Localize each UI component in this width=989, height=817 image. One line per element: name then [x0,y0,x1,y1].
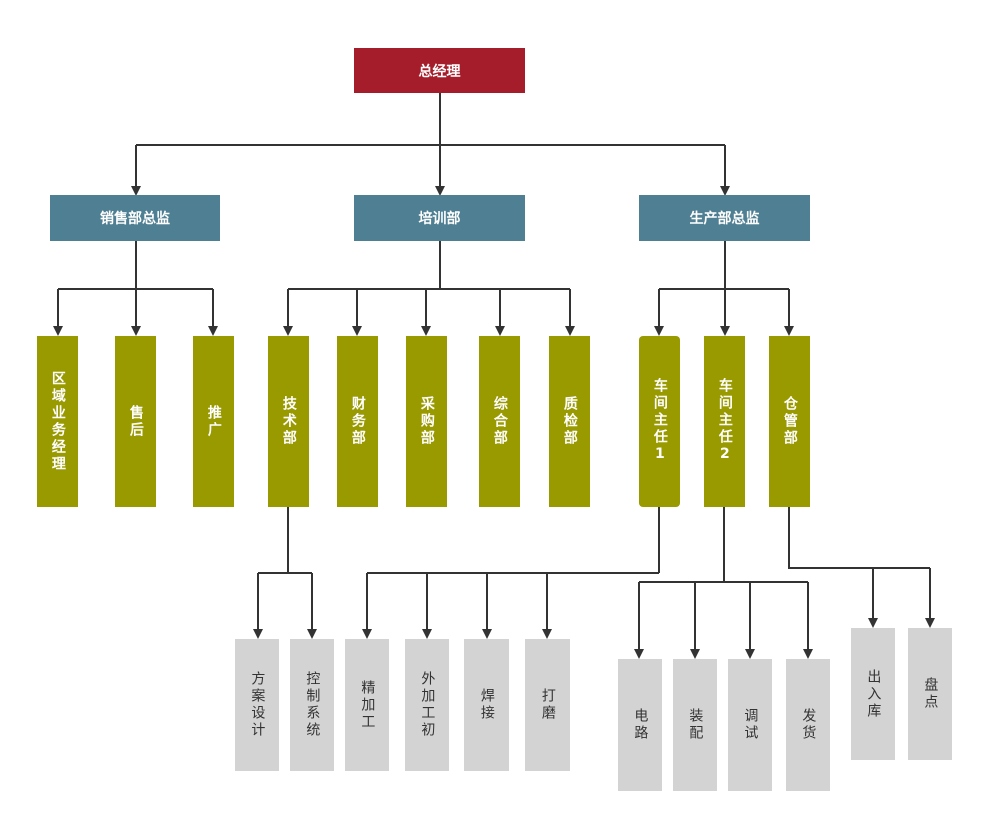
finishing-node[interactable]: 精加工 [345,639,389,771]
debugging-node[interactable]: 调试 [728,659,772,791]
quality-dept-label: 质检部 [561,396,578,447]
in-out-stock-label: 出入库 [865,668,882,720]
shipping-label: 发货 [800,708,817,742]
control-system-node[interactable]: 控制系统 [290,639,334,771]
general-dept-node[interactable]: 综合部 [479,336,520,507]
in-out-stock-node[interactable]: 出入库 [851,628,895,760]
workshop-director-2-node[interactable]: 车间主任2 [704,336,745,507]
inventory-label: 盘点 [922,677,939,711]
regional-manager-label: 区域业务经理 [49,370,66,473]
after-sales-node[interactable]: 售后 [115,336,156,507]
grinding-label: 打磨 [539,688,556,722]
after-sales-label: 售后 [127,404,144,439]
tech-dept-label: 技术部 [280,396,297,447]
inventory-node[interactable]: 盘点 [908,628,952,760]
quality-dept-node[interactable]: 质检部 [549,336,590,507]
sales-director-label: 销售部总监 [100,211,170,227]
purchase-dept-label: 采购部 [418,396,435,447]
production-director-node[interactable]: 生产部总监 [639,195,810,241]
finance-dept-node[interactable]: 财务部 [337,336,378,507]
shipping-node[interactable]: 发货 [786,659,830,791]
regional-manager-node[interactable]: 区域业务经理 [37,336,78,507]
sales-director-node[interactable]: 销售部总监 [50,195,220,241]
assembly-label: 装配 [687,708,704,742]
general-manager-label: 总经理 [418,63,461,80]
welding-node[interactable]: 焊接 [464,639,509,771]
general-manager-node[interactable]: 总经理 [354,48,525,93]
debugging-label: 调试 [742,708,759,742]
promotion-label: 推广 [205,404,222,439]
general-dept-label: 综合部 [491,396,508,447]
warehouse-dept-label: 仓管部 [781,396,798,447]
training-dept-label: 培训部 [418,211,461,227]
assembly-node[interactable]: 装配 [673,659,717,791]
purchase-dept-node[interactable]: 采购部 [406,336,447,507]
scheme-design-label: 方案设计 [249,671,266,739]
finance-dept-label: 财务部 [349,396,366,447]
grinding-node[interactable]: 打磨 [525,639,570,771]
circuit-label: 电路 [632,708,649,742]
training-dept-node[interactable]: 培训部 [354,195,525,241]
finishing-label: 精加工 [359,679,376,731]
connector-line [788,507,930,569]
promotion-node[interactable]: 推广 [193,336,234,507]
scheme-design-node[interactable]: 方案设计 [235,639,279,771]
production-director-label: 生产部总监 [689,211,760,227]
workshop-director-2-label: 车间主任2 [716,378,733,465]
welding-label: 焊接 [478,688,495,722]
outsourced-rough-label: 外加工初 [419,671,436,739]
circuit-node[interactable]: 电路 [618,659,662,791]
warehouse-dept-node[interactable]: 仓管部 [769,336,810,507]
outsourced-rough-node[interactable]: 外加工初 [405,639,449,771]
workshop-director-1-node[interactable]: 车间主任1 [639,336,680,507]
tech-dept-node[interactable]: 技术部 [268,336,309,507]
workshop-director-1-label: 车间主任1 [651,378,668,465]
control-system-label: 控制系统 [304,671,321,739]
